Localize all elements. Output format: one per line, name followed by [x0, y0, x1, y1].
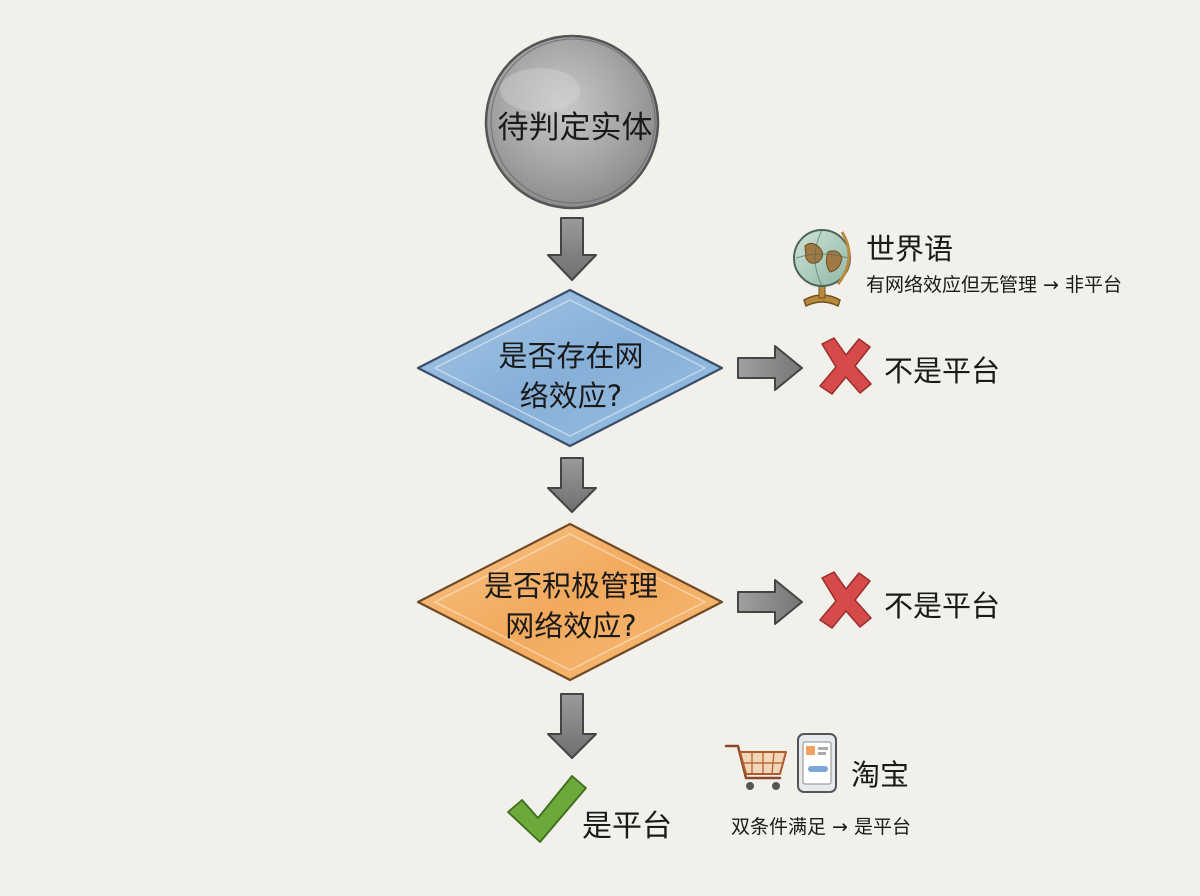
example-taobao-title: 淘宝 [851, 758, 910, 792]
example-esperanto-title: 世界语 [866, 232, 954, 266]
cross-icon [819, 337, 872, 395]
example-esperanto-desc: 有网络效应但无管理 → 非平台 [866, 274, 1122, 296]
cross-icon [819, 571, 872, 629]
question1-line-1: 是否存在网 [498, 339, 644, 373]
down-arrow-3 [547, 693, 597, 759]
outcome-is-platform: 是平台 [582, 809, 672, 844]
shopping-cart-icon [724, 744, 787, 790]
question2-label: 是否积极管理 网络效应? [440, 566, 702, 646]
right-arrow-2 [737, 579, 803, 625]
down-arrow-1 [547, 217, 597, 281]
question1-line-2: 络效应? [519, 379, 623, 413]
globe-icon [793, 229, 851, 308]
smartphone-icon [797, 733, 837, 793]
right-arrow-1 [737, 345, 803, 391]
example-taobao-desc: 双条件满足 → 是平台 [731, 816, 911, 838]
question1-diamond [416, 288, 724, 448]
question2-line-1: 是否积极管理 [483, 569, 658, 603]
outcome-not-platform-2: 不是平台 [884, 589, 1001, 623]
question2-line-2: 网络效应? [505, 609, 637, 643]
question1-label: 是否存在网 络效应? [440, 336, 702, 416]
outcome-not-platform-1: 不是平台 [884, 354, 1001, 388]
check-icon [507, 775, 587, 843]
question2-diamond [416, 522, 724, 682]
down-arrow-2 [547, 457, 597, 513]
start-node [484, 34, 660, 210]
start-node-label: 待判定实体 [497, 110, 653, 146]
